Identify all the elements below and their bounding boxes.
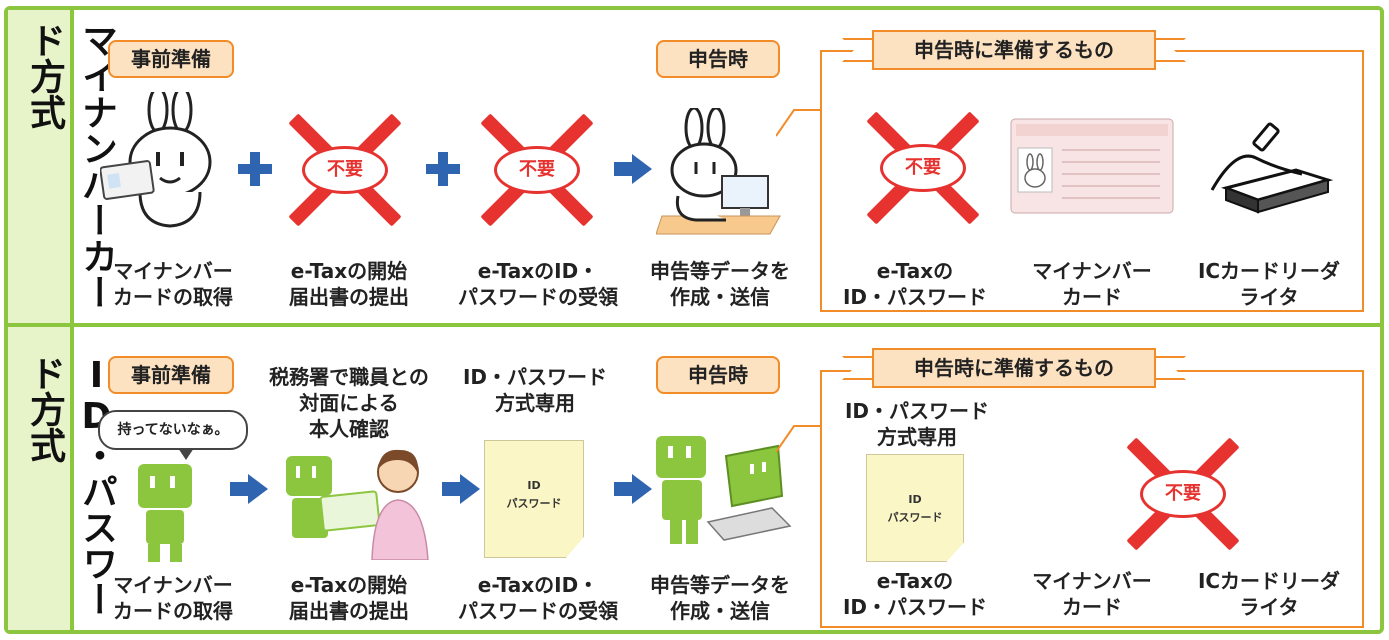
row2-caption-3: e-TaxのID・ パスワードの受領 bbox=[458, 573, 618, 623]
row1-prepare-not-required-mark: 不要 bbox=[858, 108, 988, 228]
section-divider bbox=[4, 323, 1384, 327]
row1-caption-4: 申告等データを 作成・送信 bbox=[650, 259, 790, 309]
row1-not-required-badge-1: 不要 bbox=[302, 146, 388, 194]
outer-frame bbox=[4, 6, 1384, 634]
row1-callout-pointer bbox=[776, 109, 822, 137]
row2-id-password-sheet: ID パスワード bbox=[484, 440, 584, 558]
row2-caption-4: 申告等データを 作成・送信 bbox=[650, 573, 790, 623]
row2-prepare-not-required-badge: 不要 bbox=[1140, 470, 1226, 518]
row2-arrow-icon-1 bbox=[230, 474, 268, 504]
row2-prepare-id-password-sheet: ID パスワード bbox=[866, 454, 964, 562]
row2-tag-filing: 申告時 bbox=[656, 356, 780, 394]
row1-prepare-caption-3: ICカードリーダ ライタ bbox=[1197, 259, 1341, 309]
row2-step3-heading: ID・パスワード 方式専用 bbox=[462, 365, 608, 415]
row2-caption-1: マイナンバー カードの取得 bbox=[113, 573, 233, 623]
row2-side-label-box: ID・パスワード方式 bbox=[8, 327, 117, 630]
row1-caption-2: e-Taxの開始 届出書の提出 bbox=[289, 259, 409, 309]
row2-prepare-caption-3: ICカードリーダ ライタ bbox=[1197, 569, 1341, 619]
row2-caption-2: e-Taxの開始 届出書の提出 bbox=[289, 573, 409, 623]
row1-arrow-icon bbox=[614, 154, 652, 184]
row2-prepare-ribbon: 申告時に準備するもの bbox=[842, 348, 1186, 388]
row2-arrow-icon-3 bbox=[614, 474, 652, 504]
row1-mascot-at-computer-icon bbox=[656, 108, 781, 235]
row1-prepare-ribbon: 申告時に準備するもの bbox=[842, 30, 1186, 70]
row2-mascot-at-laptop-icon bbox=[656, 436, 792, 544]
row2-callout-pointer bbox=[776, 425, 822, 453]
row1-plus-icon-1 bbox=[238, 152, 272, 186]
row1-caption-3: e-TaxのID・ パスワードの受領 bbox=[458, 259, 618, 309]
row1-prepare-title: 申告時に準備するもの bbox=[872, 30, 1156, 70]
row1-tag-filing: 申告時 bbox=[656, 40, 780, 78]
row2-green-mascot-icon bbox=[138, 464, 192, 562]
row1-prepare-caption-2: マイナンバー カード bbox=[1032, 259, 1152, 309]
row1-side-label-box: マイナンバーカード方式 bbox=[8, 10, 117, 323]
row1-prepare-not-required-badge: 不要 bbox=[880, 144, 966, 192]
row2-identity-check-icon bbox=[286, 449, 429, 560]
row2-speech-bubble: 持ってないなぁ。 bbox=[98, 410, 248, 460]
row1-not-required-badge-2: 不要 bbox=[494, 146, 580, 194]
row1-prepare-caption-1: e-Taxの ID・パスワード bbox=[842, 259, 988, 309]
row1-caption-1: マイナンバー カードの取得 bbox=[113, 259, 233, 309]
row2-prepare-not-required-mark: 不要 bbox=[1118, 434, 1248, 554]
row1-not-required-mark-1: 不要 bbox=[280, 110, 410, 230]
row2-arrow-icon-2 bbox=[442, 474, 480, 504]
row2-prepare-caption-1: e-Taxの ID・パスワード bbox=[842, 569, 988, 619]
row2-side-label: ID・パスワード方式 bbox=[24, 355, 117, 617]
row1-ic-card-reader-icon bbox=[1210, 122, 1334, 214]
row1-my-number-card-icon bbox=[1010, 118, 1174, 214]
row2-step2-heading: 税務署で職員との 対面による 本人確認 bbox=[269, 365, 429, 441]
row2-tag-prep: 事前準備 bbox=[108, 356, 234, 394]
row1-tag-prep: 事前準備 bbox=[108, 40, 234, 78]
row1-mascot-with-card-icon bbox=[100, 92, 212, 228]
row1-not-required-mark-2: 不要 bbox=[472, 110, 602, 230]
row2-prepare-caption-2: マイナンバー カード bbox=[1032, 569, 1152, 619]
row1-plus-icon-2 bbox=[426, 152, 460, 186]
row2-prepare-heading: ID・パスワード 方式専用 bbox=[844, 399, 990, 449]
row2-prepare-title: 申告時に準備するもの bbox=[872, 348, 1156, 388]
